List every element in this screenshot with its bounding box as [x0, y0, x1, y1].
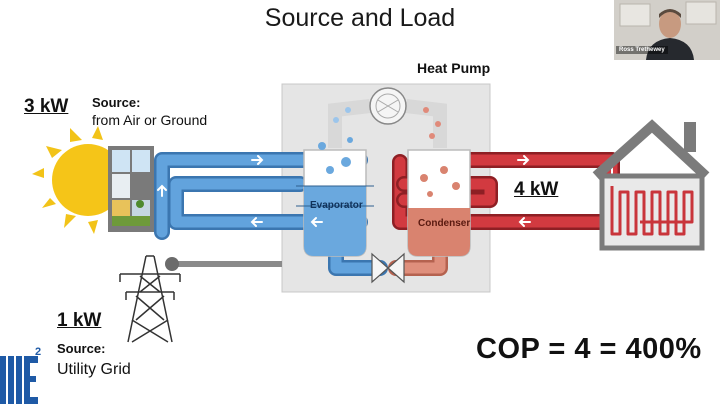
- grid-source-description: Utility Grid: [57, 361, 131, 378]
- evaporator-vessel: [296, 137, 374, 257]
- source-description: from Air or Ground: [92, 112, 208, 128]
- company-logo: [0, 350, 42, 404]
- evaporator-label: Evaporator: [310, 200, 363, 211]
- source-title: Source:: [92, 95, 141, 110]
- radiant-coil-icon: [610, 186, 694, 236]
- slide-title: Source and Load: [264, 4, 456, 32]
- cop-label: COP = 4 = 400%: [476, 333, 702, 365]
- condenser-vessel: [407, 149, 471, 257]
- grid-kw-label: 1 kW: [57, 310, 102, 331]
- heat-pump-label: Heat Pump: [417, 60, 491, 76]
- condenser-label: Condenser: [418, 218, 471, 229]
- logo-superscript: 2: [35, 346, 42, 358]
- expansion-valve-icon: [371, 252, 405, 284]
- grid-source-title: Source:: [57, 341, 106, 356]
- presenter-video-tile[interactable]: [614, 0, 720, 60]
- presenter-avatar: [614, 0, 720, 60]
- power-tower-icon: [119, 255, 181, 343]
- presenter-name: Ross Trethewey: [616, 46, 668, 54]
- source-kw-label: 3 kW: [24, 96, 69, 117]
- window-icon: [108, 146, 154, 232]
- load-kw-label: 4 kW: [514, 179, 559, 200]
- compressor-icon: [369, 87, 407, 125]
